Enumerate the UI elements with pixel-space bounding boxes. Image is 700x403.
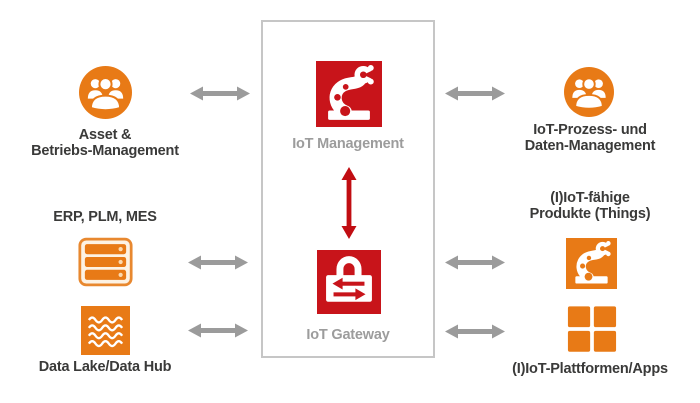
lock-exchange-icon <box>317 250 381 314</box>
iiot-platforms-label: (I)IoT-Plattformen/Apps <box>512 361 668 377</box>
iot-gateway-label: IoT Gateway <box>306 327 390 343</box>
data-lake-label: Data Lake/Data Hub <box>38 359 172 375</box>
iiot-products-label: (I)IoT-fähige Produkte (Things) <box>529 190 651 222</box>
double-headed-arrow-icon <box>188 254 248 271</box>
iot-process-label: IoT-Prozess- und Daten-Management <box>524 122 656 154</box>
erp-plm-mes-label: ERP, PLM, MES <box>53 209 157 225</box>
asset-management-label: Asset & Betriebs-Management <box>31 127 179 159</box>
double-headed-arrow-icon <box>190 85 250 102</box>
server-stack-icon <box>78 237 133 287</box>
double-headed-arrow-icon <box>445 323 505 340</box>
app-grid-icon <box>567 306 617 353</box>
double-headed-arrow-icon <box>445 254 505 271</box>
robot-arm-icon <box>316 61 382 127</box>
double-headed-arrow-icon <box>445 85 505 102</box>
double-headed-red-arrow-icon <box>340 167 358 239</box>
iot-management-label: IoT Management <box>292 136 404 152</box>
data-waves-icon <box>81 306 130 355</box>
robot-arm-icon <box>566 238 617 289</box>
people-group-icon <box>564 67 614 117</box>
double-headed-arrow-icon <box>188 322 248 339</box>
people-group-icon <box>79 66 132 119</box>
